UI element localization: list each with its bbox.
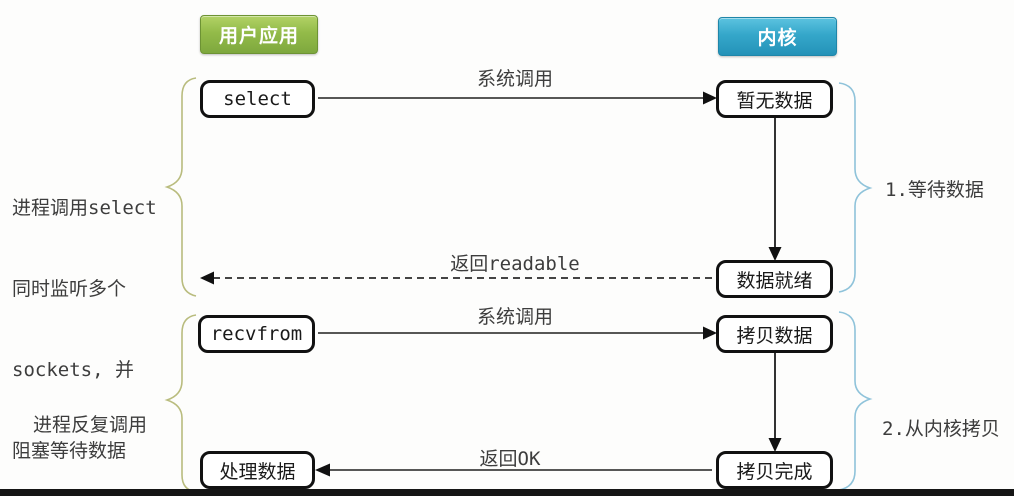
node-data-ready: 数据就绪 (716, 260, 833, 298)
header-user-application: 用户应用 (200, 15, 318, 54)
arrow-wait-head (768, 247, 782, 261)
node-no-data: 暂无数据 (716, 80, 833, 118)
note-select-blocking: 进程调用select 同时监听多个 sockets, 并 阻塞等待数据 (12, 197, 157, 462)
right-brace-2 (838, 311, 873, 491)
right-brace-1 (838, 82, 873, 293)
note-wait-for-data: 1.等待数据 (885, 179, 984, 201)
header-kernel: 内核 (718, 17, 837, 56)
node-process-data: 处理数据 (200, 451, 315, 489)
node-copy-data: 拷贝数据 (716, 315, 833, 353)
left-brace-2 (164, 314, 197, 493)
label-return-readable: 返回readable (450, 253, 580, 275)
label-syscall-1: 系统调用 (476, 68, 553, 90)
node-recvfrom: recvfrom (198, 315, 315, 353)
node-copy-done: 拷贝完成 (716, 451, 833, 489)
arrow-return-ok-head (315, 463, 330, 477)
label-return-ok: 返回OK (479, 448, 541, 470)
bottom-edge-bar (0, 489, 1014, 496)
left-brace-1 (164, 77, 197, 297)
arrow-syscall-2-head (703, 326, 717, 340)
arrow-copy-head (768, 438, 782, 452)
note-recvfrom-loop: 进程反复调用 recvfrom并 等待返回成功 标示（循环） (33, 414, 148, 496)
arrow-return-readable-head (200, 271, 214, 285)
note-copy-to-userspace: 2.从内核拷贝 数据到 用户空间 (882, 418, 1000, 440)
node-select: select (200, 80, 315, 118)
arrow-syscall-1-head (703, 91, 717, 105)
label-syscall-2: 系统调用 (476, 306, 553, 328)
